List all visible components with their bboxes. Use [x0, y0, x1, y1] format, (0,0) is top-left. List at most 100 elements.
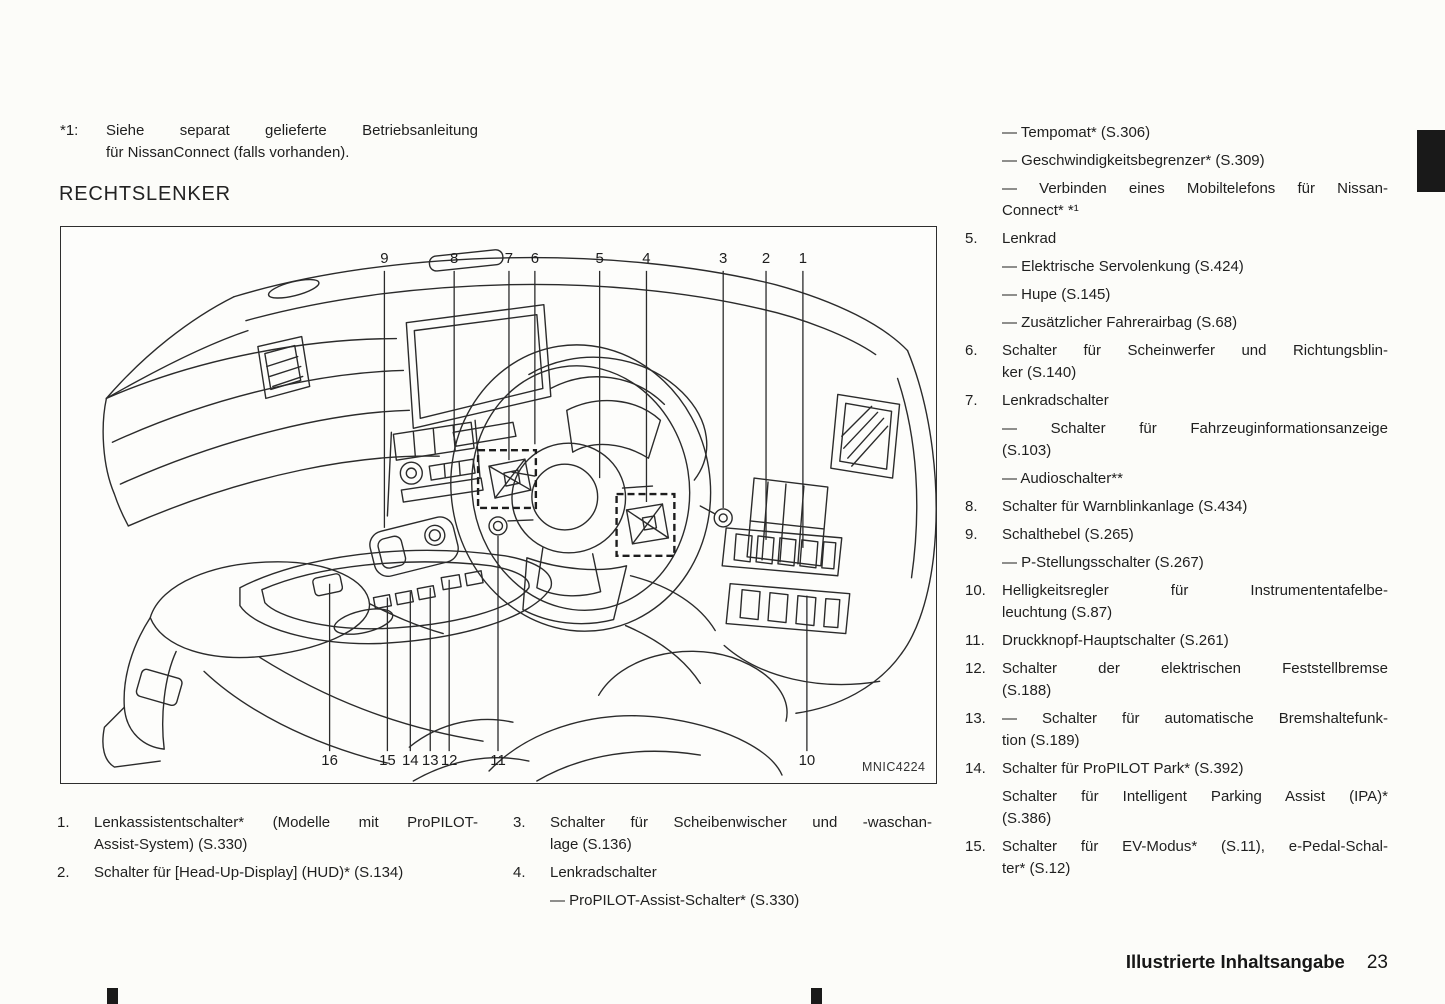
paragraph: — Schalter für automatische Bremshaltefu…: [1002, 708, 1388, 752]
paragraph: Lenkradschalter: [550, 862, 932, 884]
list-item: 6. Schalter für Scheinwerfer und Richtung…: [965, 340, 1388, 384]
paragraph: Schalter für ProPILOT Park* (S.392): [1002, 758, 1388, 780]
list-item-number: 3.: [513, 814, 526, 831]
text-line: für NissanConnect (falls vorhanden).: [106, 144, 350, 161]
paragraph: — Hupe (S.145): [1002, 284, 1388, 306]
text-line: Schalter für Scheibenwischer und -wascha…: [550, 814, 932, 831]
text-line: Lenkrad: [1002, 230, 1057, 247]
paragraph: Schalthebel (S.265): [1002, 524, 1388, 546]
list-item-body: Schalter der elektrischen Feststellbrems…: [1002, 658, 1388, 702]
text-line: ter* (S.12): [1002, 860, 1071, 877]
list-item-body: Schalter für EV-Modus* (S.11), e-Pedal-S…: [1002, 836, 1388, 880]
text-line: Assist-System) (S.330): [94, 836, 248, 853]
callout-label: 1: [799, 250, 807, 267]
paragraph: Schalter für Intelligent Parking Assist …: [1002, 786, 1388, 830]
list-item-number: 13.: [965, 710, 986, 727]
text-line: Schalter für ProPILOT Park* (S.392): [1002, 760, 1244, 777]
right-column-list: — Tempomat* (S.306) — Geschwindigkeitsbeg…: [965, 122, 1388, 880]
list-item-number: 6.: [965, 342, 978, 359]
text-line: (S.103): [1002, 442, 1052, 459]
paragraph: Lenkrad: [1002, 228, 1388, 250]
callout-label: 13: [422, 752, 439, 769]
text-line: — ProPILOT-Assist-Schalter* (S.330): [550, 892, 800, 909]
list-item: 4.Lenkradschalter— ProPILOT-Assist-Schal…: [513, 862, 932, 912]
text-line: — Schalter für Fahrzeuginformationsanzei…: [1002, 420, 1388, 437]
footer-title: Illustrierte Inhaltsangabe: [1125, 951, 1345, 972]
footnote: *1: Siehe separat gelieferte Betriebsanl…: [60, 120, 480, 164]
callout-label: 4: [642, 250, 650, 267]
paragraph: — Tempomat* (S.306): [1002, 122, 1388, 144]
list-item: 7.Lenkradschalter— Schalter für Fahrzeug…: [965, 390, 1388, 490]
text-line: — Elektrische Servolenkung (S.424): [1002, 258, 1244, 275]
text-line: (S.386): [1002, 810, 1052, 827]
callout-label: 9: [380, 250, 388, 267]
list-item-number: 5.: [965, 230, 978, 247]
paragraph: Schalter für EV-Modus* (S.11), e-Pedal-S…: [1002, 836, 1388, 880]
list-item: 8. Schalter für Warnblinkanlage (S.434): [965, 496, 1388, 518]
paragraph: — Schalter für Fahrzeuginformationsanzei…: [1002, 418, 1388, 462]
callout-label: 11: [490, 752, 506, 769]
paragraph: Lenkassistentschalter* (Modelle mit ProP…: [94, 812, 478, 856]
paragraph: — Verbinden eines Mobiltelefons für Niss…: [1002, 178, 1388, 222]
list-item-body: Lenkradschalter — Schalter für Fahrzeugin…: [1002, 390, 1388, 490]
print-registration-mark: [107, 988, 118, 1004]
list-item-number: 11.: [965, 632, 985, 649]
page-number: 23: [1366, 952, 1388, 973]
paragraph: Lenkradschalter: [1002, 390, 1388, 412]
callout-label: 3: [719, 250, 727, 267]
list-item-body: Lenkassistentschalter* (Modelle mit ProP…: [94, 812, 478, 856]
list-item-number: 14.: [965, 760, 986, 777]
list-item-number: 12.: [965, 660, 986, 677]
text-line: Schalter für Scheinwerfer und Richtungsb…: [1002, 342, 1388, 359]
list-item: 13. — Schalter für automatische Bremshalt…: [965, 708, 1388, 752]
text-line: Schalter für Warnblinkanlage (S.434): [1002, 498, 1248, 515]
text-line: — Schalter für automatische Bremshaltefu…: [1002, 710, 1388, 727]
list-item-number: 15.: [965, 838, 986, 855]
list-item-body: Schalter für [Head-Up-Display] (HUD)* (S…: [94, 862, 478, 884]
paragraph: — Geschwindigkeitsbegrenzer* (S.309): [1002, 150, 1388, 172]
list-item-body: Helligkeitsregler für Instrumententafelb…: [1002, 580, 1388, 624]
list-item-body: Lenkrad — Elektrische Servolenkung (S.424…: [1002, 228, 1388, 334]
paragraph: Schalter für Scheinwerfer und Richtungsb…: [1002, 340, 1388, 384]
text-line: Schalter für [Head-Up-Display] (HUD)* (S…: [94, 864, 404, 881]
text-line: Schalter für EV-Modus* (S.11), e-Pedal-S…: [1002, 838, 1388, 855]
text-line: Lenkradschalter: [550, 864, 657, 881]
paragraph: Helligkeitsregler für Instrumententafelb…: [1002, 580, 1388, 624]
list-item: 14.Schalter für ProPILOT Park* (S.392)Sc…: [965, 758, 1388, 830]
text-line: lage (S.136): [550, 836, 632, 853]
text-line: Schalthebel (S.265): [1002, 526, 1134, 543]
text-line: Lenkradschalter: [1002, 392, 1109, 409]
dashboard-sketch: [102, 249, 936, 782]
list-item-body: Schalter für ProPILOT Park* (S.392) Schal…: [1002, 758, 1388, 830]
list-item: 9.Schalthebel (S.265)— P-Stellungsschalt…: [965, 524, 1388, 574]
list-item-body: Druckknopf-Hauptschalter (S.261): [1002, 630, 1388, 652]
text-line: — Geschwindigkeitsbegrenzer* (S.309): [1002, 152, 1265, 169]
list-item: 2.Schalter für [Head-Up-Display] (HUD)* …: [57, 862, 478, 884]
list-item: — Tempomat* (S.306) — Geschwindigkeitsbeg…: [965, 122, 1388, 222]
list-item-number: 8.: [965, 498, 978, 515]
paragraph: — Zusätzlicher Fahrerairbag (S.68): [1002, 312, 1388, 334]
list-item: 12. Schalter der elektrischen Feststellbr…: [965, 658, 1388, 702]
callout-label: 5: [595, 250, 603, 267]
paragraph: Schalter für Scheibenwischer und -wascha…: [550, 812, 932, 856]
text-line: leuchtung (S.87): [1002, 604, 1113, 621]
list-item: 15. Schalter für EV-Modus* (S.11), e-Peda…: [965, 836, 1388, 880]
text-line: — Tempomat* (S.306): [1002, 124, 1151, 141]
callout-label: 15: [379, 752, 396, 769]
callout-label: 6: [531, 250, 539, 267]
callout-label: 12: [441, 752, 458, 769]
list-item-body: Schalter für Scheibenwischer und -wascha…: [550, 812, 932, 856]
text-line: Druckknopf-Hauptschalter (S.261): [1002, 632, 1229, 649]
text-line: (S.188): [1002, 682, 1052, 699]
text-line: Schalter für Intelligent Parking Assist …: [1002, 788, 1388, 805]
steering-switch-pod-left: [476, 449, 538, 510]
list-item: 10.Helligkeitsregler für Instrumententaf…: [965, 580, 1388, 624]
list-item-body: Lenkradschalter — ProPILOT-Assist-Schalte…: [550, 862, 932, 912]
page-footer: Illustrierte Inhaltsangabe 23: [1126, 951, 1388, 974]
paragraph: Druckknopf-Hauptschalter (S.261): [1002, 630, 1388, 652]
paragraph: — ProPILOT-Assist-Schalter* (S.330): [550, 890, 932, 912]
list-item-body: Schalthebel (S.265)— P-Stellungsschalter…: [1002, 524, 1388, 574]
